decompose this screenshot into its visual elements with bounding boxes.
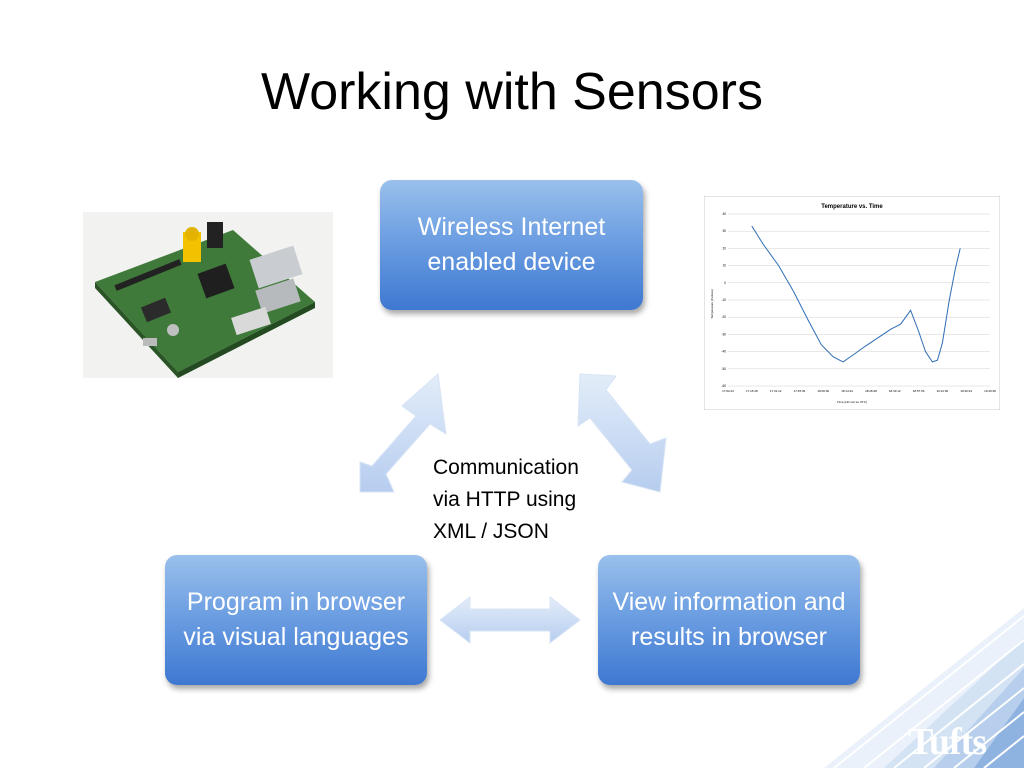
chart-x-tick-label: 17:31:12 [770, 389, 782, 393]
node-program-browser-label: Program in browser via visual languages [183, 588, 409, 651]
chart-y-tick-label: -30 [721, 332, 726, 336]
chart-x-ticks: 17:02:24 17:16:48 17:31:12 17:45:36 18:00:00… [722, 389, 996, 393]
chart-y-tick-label: 10 [722, 264, 726, 268]
chart-x-tick-label: 19:12:00 [937, 389, 949, 393]
chart-y-tick-label: -40 [721, 350, 726, 354]
node-program-browser: Program in browser via visual languages [165, 555, 427, 685]
chart-x-tick-label: 19:26:24 [960, 389, 972, 393]
node-wireless-device: Wireless Internet enabled device [380, 180, 643, 310]
double-arrow-left-diagonal-icon [359, 373, 447, 493]
double-arrow-right-diagonal-icon [577, 373, 667, 493]
chart-y-ticks: 40 30 20 10 0 -10 -20 -30 -40 -50 -60 [721, 212, 726, 388]
chart-x-tick-label: 18:14:24 [841, 389, 853, 393]
node-wireless-device-label: Wireless Internet enabled device [417, 213, 606, 276]
chart-y-tick-label: 40 [722, 212, 726, 216]
node-view-results-label: View information and results in browser [612, 588, 846, 651]
tufts-logo: Tufts [908, 721, 987, 763]
slide-title: Working with Sensors [261, 63, 763, 121]
temperature-series-line [751, 225, 961, 363]
chart-title: Temperature vs. Time [821, 204, 883, 210]
chart-x-tick-label: 18:43:12 [889, 389, 901, 393]
circuit-board-photo [83, 212, 333, 378]
chart-y-tick-label: -10 [721, 298, 726, 302]
chart-y-tick-label: -60 [721, 384, 726, 388]
caption-line-2: via HTTP using [433, 488, 577, 511]
caption-line-3: XML / JSON [433, 520, 549, 543]
double-arrow-horizontal-icon [439, 595, 581, 645]
chart-y-label: Temperature (Celsius) [710, 289, 714, 319]
chart-x-tick-label: 17:45:36 [794, 389, 806, 393]
chart-y-tick-label: -20 [721, 315, 726, 319]
chart-y-tick-label: 30 [722, 229, 726, 233]
temperature-chart-thumbnail: Temperature vs. Time 40 30 20 10 0 -10 -20 -30 -… [704, 196, 1000, 410]
communication-caption: Communication via HTTP using XML / JSON [433, 452, 579, 548]
chart-x-tick-label: 17:16:48 [746, 389, 758, 393]
chart-x-tick-label: 19:40:48 [984, 389, 996, 393]
node-view-results: View information and results in browser [598, 555, 860, 685]
chart-x-label: Time (Hh:mm:ss UTC) [837, 400, 867, 404]
chart-x-tick-label: 18:57:36 [913, 389, 925, 393]
chart-y-tick-label: 0 [724, 281, 726, 285]
chart-x-tick-label: 18:28:48 [865, 389, 877, 393]
chart-x-tick-label: 17:02:24 [722, 389, 734, 393]
chart-grid [728, 213, 990, 387]
corner-stripes-decoration [824, 608, 1024, 768]
chart-y-tick-label: 20 [722, 246, 726, 250]
caption-line-1: Communication [433, 456, 579, 479]
chart-y-tick-label: -50 [721, 367, 726, 371]
chart-x-tick-label: 18:00:00 [817, 389, 829, 393]
